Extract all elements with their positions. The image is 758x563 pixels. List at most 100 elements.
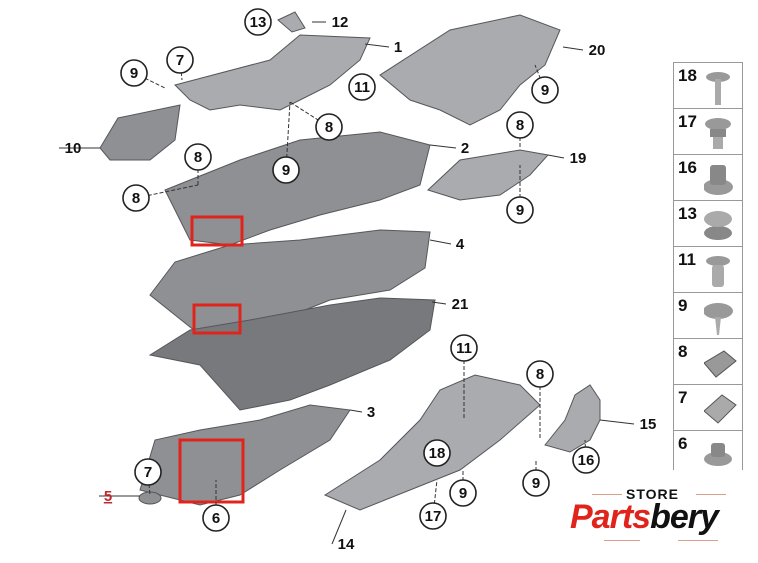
callout-number: 14 <box>338 536 355 553</box>
callout-7: 7 <box>166 46 194 74</box>
callout-number: 19 <box>570 150 587 167</box>
callout-12: 12 <box>332 14 349 31</box>
leader-lines <box>59 21 635 545</box>
logo-brand: Partsbery <box>570 498 719 537</box>
expansion-rivet-icon <box>705 118 731 149</box>
callout-number: 9 <box>130 65 138 82</box>
leader-line <box>349 409 363 413</box>
collar-nut-icon <box>704 165 733 195</box>
hex-nut-icon <box>704 443 732 466</box>
callout-circle <box>122 184 150 212</box>
legend-number: 16 <box>678 158 697 177</box>
legend-item-9: 9 <box>673 292 743 338</box>
callout-21: 21 <box>452 296 469 313</box>
legend-number: 18 <box>678 66 697 85</box>
callout-number: 3 <box>367 404 375 421</box>
leader-line <box>331 509 347 545</box>
highlight-box <box>178 438 245 504</box>
callout-number: 12 <box>332 14 349 31</box>
leader-line <box>429 239 452 245</box>
callout-number: 11 <box>354 79 370 96</box>
callout-number: 6 <box>212 510 220 527</box>
logo-brand-part2: bery <box>650 498 719 536</box>
callout-20: 20 <box>589 42 606 59</box>
callout-circle <box>134 458 162 486</box>
callout-number: 20 <box>589 42 606 59</box>
callout-9: 9 <box>522 469 550 497</box>
callout-number: 5 <box>104 488 112 505</box>
callout-circle <box>572 446 600 474</box>
callout-number: 8 <box>516 117 524 134</box>
callout-circle <box>531 76 559 104</box>
callout-circle <box>244 8 272 36</box>
callout-8: 8 <box>506 111 534 139</box>
callout-3: 3 <box>367 404 375 421</box>
callout-circle <box>522 469 550 497</box>
legend-number: 8 <box>678 342 688 361</box>
callout-number: 8 <box>194 149 202 166</box>
callout-number: 7 <box>144 464 152 481</box>
callout-circle <box>166 46 194 74</box>
plug-cap-icon <box>704 211 732 240</box>
callout-19: 19 <box>570 150 587 167</box>
partsbery-logo: STORE Partsbery <box>568 484 748 544</box>
callout-number: 7 <box>176 52 184 69</box>
callout-2: 2 <box>461 140 469 157</box>
callout-circle <box>419 502 447 530</box>
callout-number: 15 <box>640 416 657 433</box>
callout-11: 11 <box>450 334 478 362</box>
highlight-boxes <box>178 215 245 504</box>
callout-9: 9 <box>506 196 534 224</box>
legend-item-7: 7 <box>673 384 743 430</box>
leader-line <box>431 301 447 305</box>
leader-line <box>285 101 291 171</box>
panel-1 <box>174 34 371 111</box>
legend-item-17: 17 <box>673 108 743 154</box>
callout-number: 11 <box>456 340 472 357</box>
callout-5: 5 <box>104 488 112 505</box>
highlight-box <box>192 303 242 335</box>
callout-9: 9 <box>272 156 300 184</box>
callout-number: 9 <box>282 162 290 179</box>
callout-number: 17 <box>425 508 442 525</box>
panel-15 <box>544 384 601 453</box>
callout-circle <box>202 504 230 532</box>
callout-6: 6 <box>202 504 230 532</box>
callout-circle <box>450 334 478 362</box>
callout-14: 14 <box>338 536 355 553</box>
speed-nut-icon <box>704 350 737 378</box>
legend-item-11: 11 <box>673 246 743 292</box>
push-clip-icon <box>704 303 733 335</box>
callout-circle <box>348 73 376 101</box>
callout-circle <box>184 143 212 171</box>
callout-number: 18 <box>429 445 446 462</box>
leader-line <box>364 43 390 48</box>
legend-item-16: 16 <box>673 154 743 200</box>
callout-9: 9 <box>449 479 477 507</box>
callout-number: 16 <box>578 452 595 469</box>
panel-20 <box>379 14 561 126</box>
callout-8: 8 <box>315 113 343 141</box>
legend-item-18: 18 <box>673 62 743 108</box>
callout-8: 8 <box>122 184 150 212</box>
callout-13: 13 <box>244 8 272 36</box>
callout-circle <box>506 196 534 224</box>
callout-1: 1 <box>394 39 402 56</box>
panel-19 <box>427 149 549 201</box>
legend-item-13: 13 <box>673 200 743 246</box>
callout-number: 9 <box>516 202 524 219</box>
callout-7: 7 <box>134 458 162 486</box>
callout-circle <box>315 113 343 141</box>
callout-circle <box>120 59 148 87</box>
rivet-nut-icon <box>706 256 730 287</box>
logo-store-text: STORE <box>626 486 679 502</box>
legend-item-8: 8 <box>673 338 743 384</box>
panel-12 <box>277 11 306 33</box>
legend-number: 11 <box>678 250 696 269</box>
panel-21 <box>148 297 436 411</box>
logo-brand-part1: Parts <box>570 498 651 536</box>
callout-number: 1 <box>394 39 402 56</box>
